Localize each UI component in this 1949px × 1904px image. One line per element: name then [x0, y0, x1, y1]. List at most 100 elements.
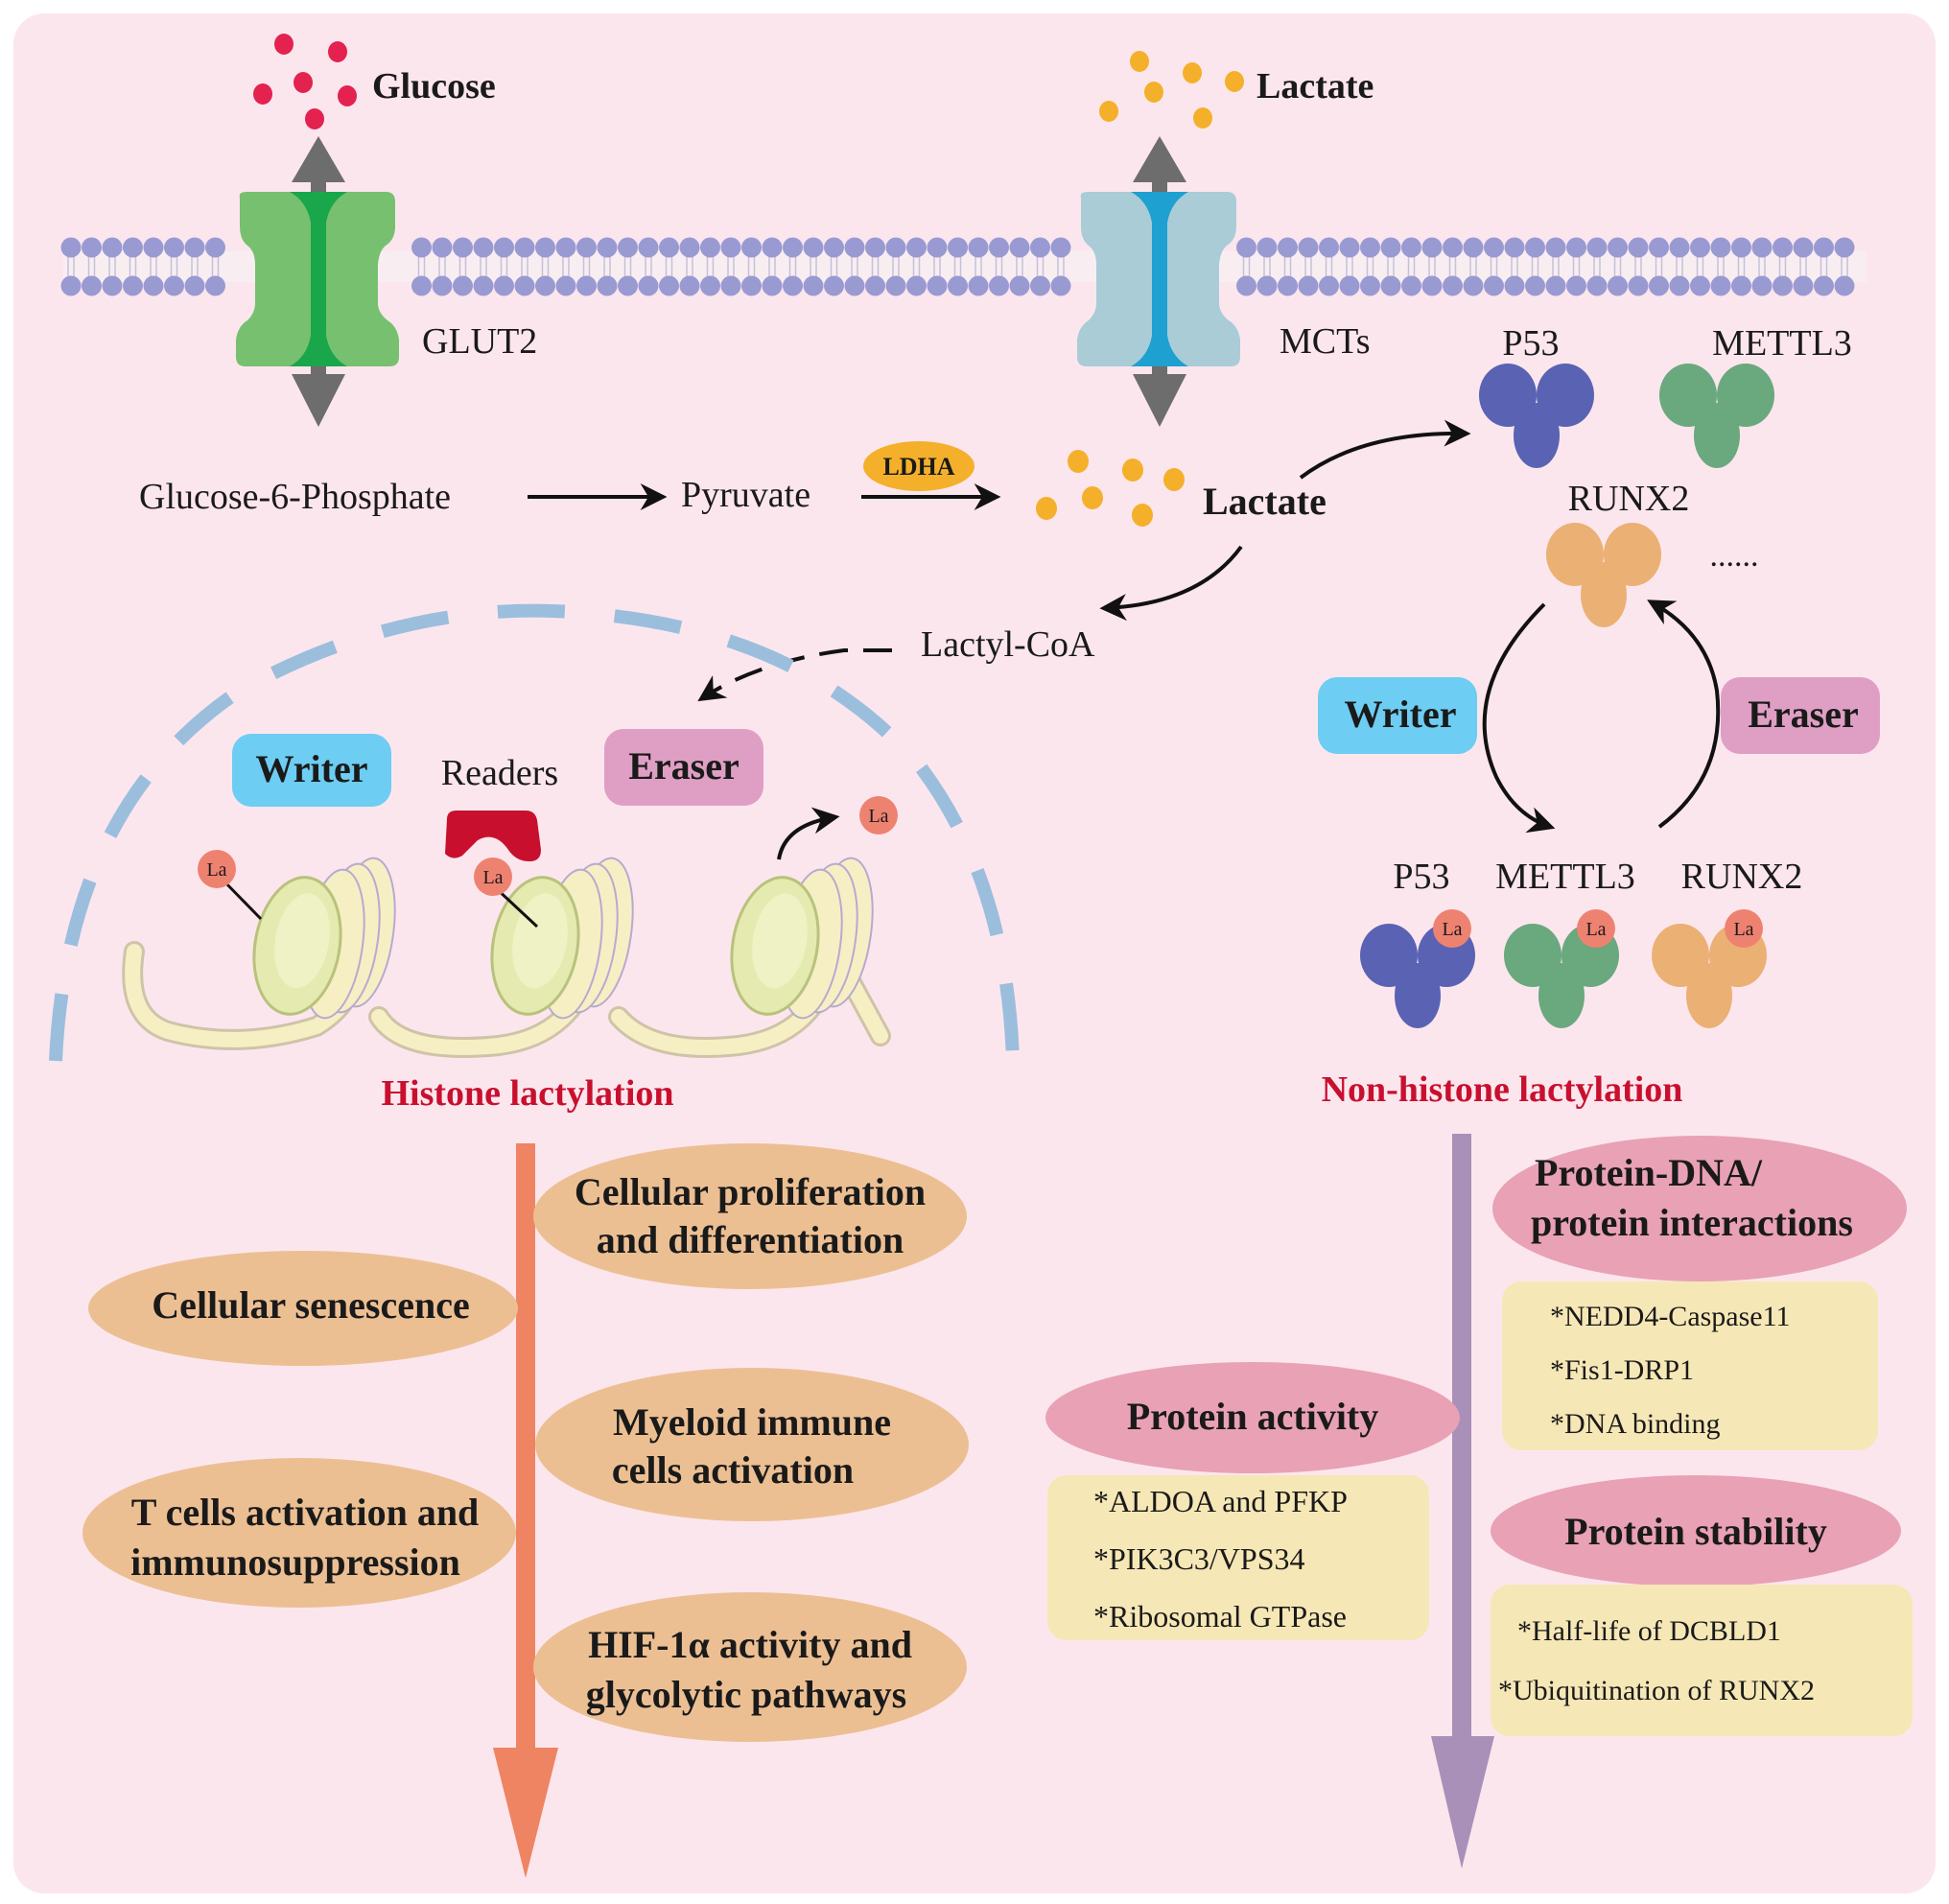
lipid-head: [885, 237, 906, 258]
lipid-head: [473, 237, 494, 258]
lipid-head: [1256, 237, 1278, 258]
lactate-extracellular-label: Lactate: [1256, 66, 1374, 106]
outcome-text: T cells activation and: [131, 1491, 480, 1534]
runx2-protein-icon: [1546, 523, 1661, 627]
glut2-transporter: [236, 136, 399, 427]
lipid-head: [123, 237, 143, 258]
histone-arrow-head: [493, 1748, 558, 1878]
histone-eraser-label: Eraser: [628, 744, 740, 787]
mct-transporter: [1077, 136, 1240, 427]
histone-eraser-badge: [604, 729, 763, 806]
lipid-head: [989, 237, 1009, 258]
item-text: *Ribosomal GTPase: [1093, 1599, 1347, 1634]
lipid-head: [1649, 237, 1669, 258]
lactate-dot: [1122, 458, 1143, 482]
lipid-head: [164, 237, 184, 258]
lipid-head: [1319, 275, 1339, 296]
lipid-head: [638, 237, 659, 258]
chromatin: [122, 857, 891, 1058]
category-oval: [1492, 1136, 1907, 1281]
lipid-head: [906, 275, 927, 296]
lipid-head: [968, 237, 989, 258]
lipid-head: [1834, 275, 1855, 296]
la-label: La: [1733, 919, 1753, 940]
la-label: La: [1442, 919, 1462, 940]
lipid-head: [164, 275, 184, 296]
lipid-head: [1628, 237, 1649, 258]
lipid-head: [597, 237, 618, 258]
la-removal-arrow: [777, 807, 840, 860]
la-tether: [493, 885, 539, 928]
lipid-head: [143, 275, 164, 296]
lipid-head: [1360, 275, 1380, 296]
lipid-head: [1298, 275, 1319, 296]
nonhistone-lactylation-title: Non-histone lactylation: [1322, 1070, 1683, 1110]
nonhistone-eraser-label: Eraser: [1748, 693, 1859, 736]
category-title: Protein stability: [1564, 1510, 1827, 1553]
lipid-head: [494, 275, 514, 296]
lactate-dot: [1183, 62, 1202, 83]
lipid-head: [679, 237, 700, 258]
more-proteins-ellipsis: ......: [1710, 538, 1759, 574]
outcome-text: Cellular senescence: [152, 1283, 469, 1327]
category-oval: [1491, 1475, 1901, 1587]
lipid-head: [1586, 275, 1608, 296]
glucose-molecules: [253, 34, 357, 129]
item-text: *Fis1-DRP1: [1550, 1354, 1694, 1386]
lipid-head: [1814, 237, 1834, 258]
la-label: La: [206, 859, 226, 881]
nonhistone-eraser-badge: [1721, 677, 1880, 754]
lipid-head: [1566, 237, 1586, 258]
lactate-dot: [1225, 71, 1244, 92]
lipid-head: [885, 275, 906, 296]
histone-lactylation-title: Histone lactylation: [381, 1073, 673, 1114]
protein-label-mettl3-lactylated: METTL3: [1495, 857, 1635, 897]
mettl3-protein-icon: [1659, 364, 1774, 468]
item-text: *PIK3C3/VPS34: [1093, 1541, 1305, 1576]
outcome-text: Cellular proliferation: [575, 1170, 926, 1213]
glucose-label: Glucose: [372, 66, 496, 106]
lipid-head: [1814, 275, 1834, 296]
item-box: [1047, 1475, 1429, 1640]
lipid-head: [473, 275, 494, 296]
lipid-head: [494, 237, 514, 258]
category-title: protein interactions: [1531, 1201, 1853, 1244]
lipid-head: [1360, 237, 1380, 258]
lipid-head: [865, 237, 885, 258]
protein-bridge: [1702, 409, 1732, 428]
lipid-head: [1319, 237, 1339, 258]
lipid-head: [555, 237, 576, 258]
category-title: Protein activity: [1127, 1395, 1379, 1438]
nucleosome: [490, 857, 634, 1020]
lipid-head: [1484, 237, 1504, 258]
histone-writer-label: Writer: [256, 747, 368, 790]
category-title: Protein-DNA/: [1535, 1151, 1763, 1194]
lactate-dot: [1068, 450, 1089, 473]
lipid-head: [618, 275, 638, 296]
lipid-head: [1504, 275, 1525, 296]
lipid-head: [1463, 237, 1484, 258]
lipid-head: [411, 237, 432, 258]
nonhistone-writer-label: Writer: [1345, 693, 1457, 736]
protein-bridge: [1694, 969, 1725, 988]
lipid-head: [1731, 237, 1751, 258]
lipid-head: [205, 275, 225, 296]
la-label: La: [482, 867, 503, 888]
lipid-head: [1793, 275, 1814, 296]
glucose-6-phosphate-label: Glucose-6-Phosphate: [139, 477, 451, 517]
outcome-text: glycolytic pathways: [586, 1673, 906, 1716]
lipid-head: [123, 275, 143, 296]
lactate-molecules-intracellular: [1036, 450, 1185, 527]
lipid-head: [1566, 275, 1586, 296]
lipid-head: [1443, 275, 1463, 296]
lactate-dot: [1036, 497, 1057, 520]
la-mark: [1433, 909, 1471, 948]
lipid-head: [1050, 237, 1071, 258]
lipid-head: [618, 237, 638, 258]
histone-writer-badge: [232, 734, 391, 807]
protein-label-runx2: RUNX2: [1568, 479, 1690, 519]
glucose-dot: [274, 34, 294, 55]
category-oval: [1045, 1362, 1460, 1473]
glucose-dot: [305, 108, 324, 129]
lipid-head: [824, 237, 844, 258]
